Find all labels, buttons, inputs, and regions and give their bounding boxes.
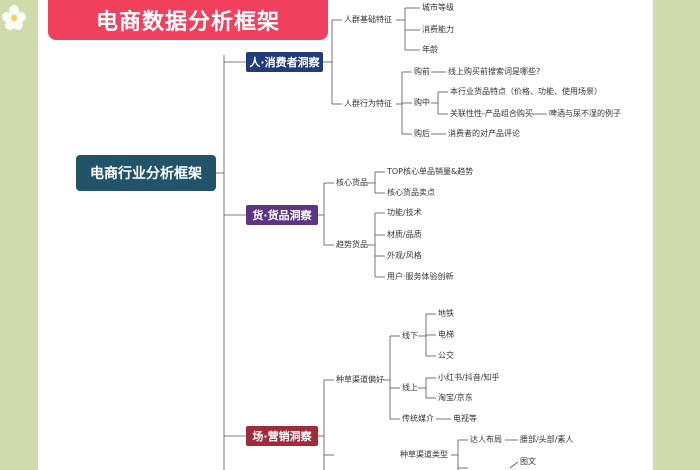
mindmap-page: [38, 0, 653, 470]
market-type: 种草渠道类型: [400, 450, 448, 459]
category-market: 场·营销洞察: [246, 426, 318, 446]
goods-trend: 趋势货品: [336, 240, 368, 249]
market-kol-item: 腰部/头部/素人: [520, 435, 574, 444]
category-person: 人·消费者洞察: [246, 52, 323, 72]
person-pre: 购前: [414, 67, 430, 76]
goods-trend-item: 材质/品质: [387, 230, 422, 239]
market-online-item: 小红书/抖音/知乎: [438, 373, 500, 382]
market-traditional-item: 电视等: [453, 414, 477, 423]
person-behavior: 人群行为特征: [344, 99, 392, 108]
goods-core-item: TOP核心单品销量&趋势: [387, 167, 474, 176]
goods-trend-item: 功能/技术: [387, 208, 422, 217]
page-title: 电商数据分析框架: [48, 0, 328, 40]
person-basic: 人群基础特征: [344, 15, 392, 24]
market-offline-item: 电梯: [438, 330, 454, 339]
market-pref: 种草渠道偏好: [336, 375, 384, 384]
person-mid-b-example: 啤酒与尿不湿的例子: [549, 109, 621, 118]
goods-trend-item: 用户·服务体验创新: [387, 272, 454, 281]
goods-trend-item: 外观/风格: [387, 251, 422, 260]
root-node: 电商行业分析框架: [76, 155, 216, 191]
person-mid-b: 关联性性-产品组合购买: [450, 109, 533, 118]
market-kol: 达人布局: [470, 435, 502, 444]
person-mid-a: 本行业货品特点（价格、功能、使用场景）: [450, 87, 602, 96]
market-traditional: 传统媒介: [402, 414, 434, 423]
person-post: 购后: [414, 129, 430, 138]
market-online-item: 淘宝/京东: [438, 393, 473, 402]
market-offline: 线下: [402, 331, 418, 340]
market-content-item: 图文: [520, 457, 536, 466]
person-mid: 购中: [414, 98, 430, 107]
category-goods: 货·货品洞察: [246, 205, 318, 225]
person-basic-item: 年龄: [422, 45, 438, 54]
person-post-item: 消费者的对产品评论: [448, 129, 520, 138]
market-offline-item: 地铁: [438, 309, 454, 318]
goods-core: 核心货品: [336, 178, 368, 187]
market-offline-item: 公交: [438, 351, 454, 360]
market-online: 线上: [402, 383, 418, 392]
person-basic-item: 城市等级: [422, 3, 454, 12]
person-pre-item: 线上购买前搜索词是哪些?: [448, 67, 541, 76]
flower-icon: [2, 5, 26, 30]
goods-core-item: 核心货品卖点: [387, 188, 435, 197]
person-basic-item: 消费能力: [422, 25, 454, 34]
